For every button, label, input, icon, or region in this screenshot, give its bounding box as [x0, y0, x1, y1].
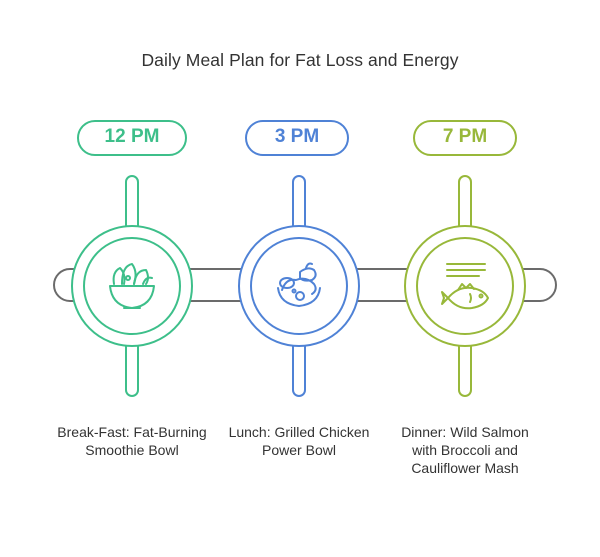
node-stem-bottom-2 — [292, 341, 306, 397]
time-pill-1 — [77, 120, 187, 156]
time-pill-2 — [245, 120, 349, 156]
node-stem-top-2 — [292, 175, 306, 229]
node-stem-top-1 — [125, 175, 139, 229]
meal-node-1 — [71, 120, 193, 397]
salad-bowl-icon — [109, 263, 155, 309]
node-inner-ring-2 — [250, 237, 348, 335]
node-stem-top-3 — [458, 175, 472, 229]
time-label-3: 7 PM — [442, 126, 488, 147]
time-label-1: 12 PM — [104, 126, 160, 147]
timeline-track — [53, 268, 557, 302]
meal-description-3: Dinner: Wild Salmon with Broccoli and Ca… — [401, 424, 529, 476]
node-stem-bottom-1 — [125, 341, 139, 397]
meal-node-3 — [404, 120, 526, 397]
meal-description-2: Lunch: Grilled Chicken Power Bowl — [228, 424, 370, 458]
node-stem-bottom-3 — [458, 341, 472, 397]
page-title: Daily Meal Plan for Fat Loss and Energy — [141, 50, 459, 70]
meal-description-1: Break-Fast: Fat-Burning Smoothie Bowl — [57, 424, 207, 458]
salmon-fish-icon — [441, 263, 489, 310]
meal-node-2 — [238, 120, 360, 397]
chicken-bowl-icon — [277, 262, 321, 307]
time-pill-3 — [413, 120, 517, 156]
time-label-2: 3 PM — [274, 126, 320, 147]
